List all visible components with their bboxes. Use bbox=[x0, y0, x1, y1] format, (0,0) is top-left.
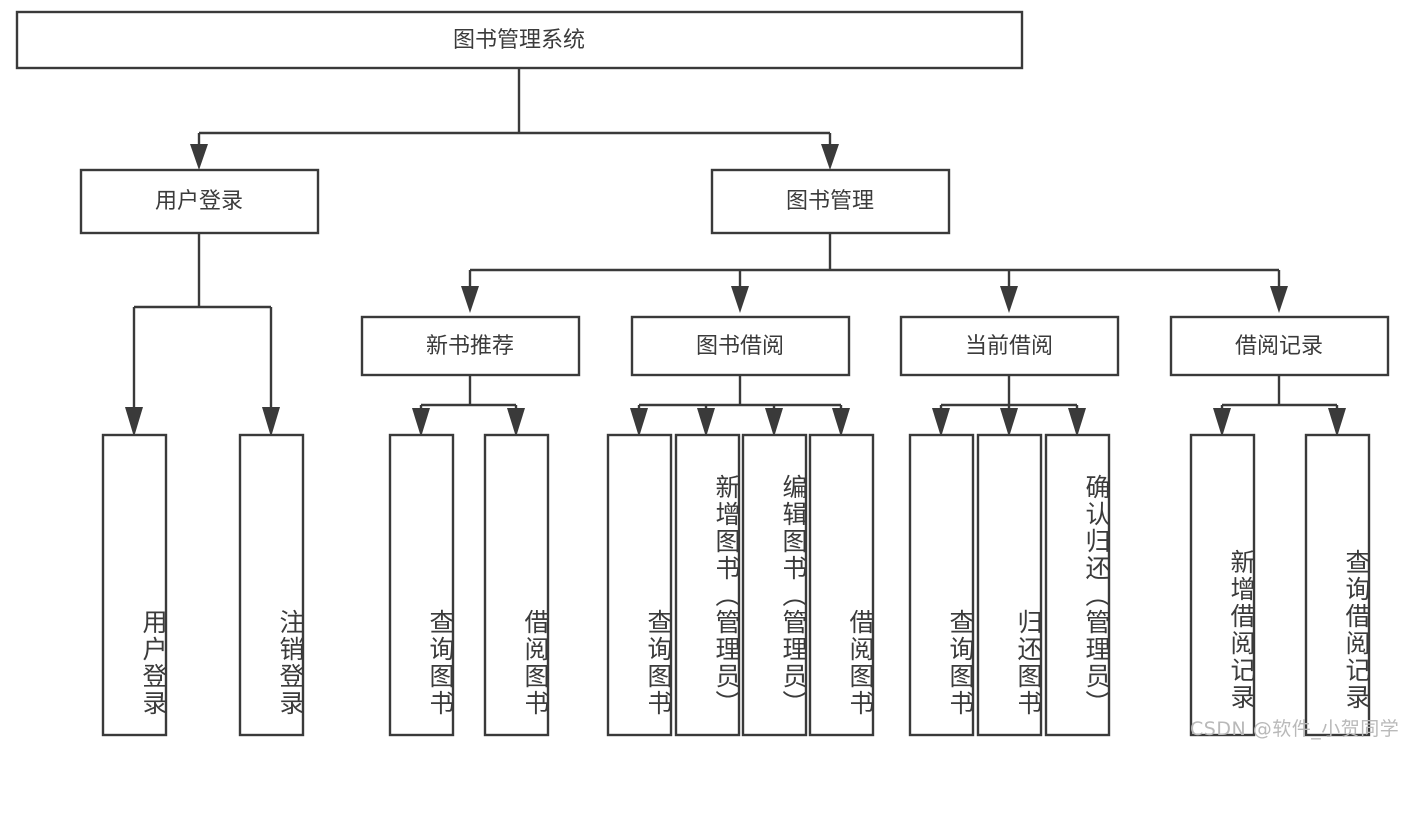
node-leaf-query-borrow-record[interactable] bbox=[1304, 433, 1371, 737]
node-root-label: 图书管理系统 bbox=[453, 28, 585, 53]
node-leaf-query-book-2[interactable] bbox=[606, 433, 673, 737]
node-root[interactable]: 图书管理系统 bbox=[15, 10, 1024, 70]
node-current-borrow-label: 当前借阅 bbox=[965, 334, 1053, 359]
node-borrow-record[interactable]: 借阅记录 bbox=[1169, 315, 1390, 377]
connector-book-borrow-to-leaves bbox=[630, 375, 850, 437]
functional-structure-diagram: 图书管理系统 用户登录 图书管理 新书推荐 图书借阅 当前借阅 借阅记录 bbox=[15, 10, 1390, 737]
node-leaf-borrow-book-1[interactable] bbox=[483, 433, 550, 737]
connector-book-manage-to-level3 bbox=[461, 233, 1288, 313]
connector-new-book-recommend-to-leaves bbox=[412, 375, 525, 437]
node-leaf-query-book-3[interactable] bbox=[908, 433, 975, 737]
node-leaf-add-book-admin[interactable] bbox=[674, 433, 741, 737]
node-current-borrow[interactable]: 当前借阅 bbox=[899, 315, 1120, 377]
connector-user-login-to-leaves bbox=[125, 233, 280, 437]
node-leaf-user-login[interactable] bbox=[101, 433, 168, 737]
node-leaf-return-book[interactable] bbox=[976, 433, 1043, 737]
node-new-book-recommend[interactable]: 新书推荐 bbox=[360, 315, 581, 377]
node-book-manage[interactable]: 图书管理 bbox=[710, 168, 951, 235]
csdn-watermark: CSDN @软件_小贺同学 bbox=[1190, 718, 1400, 740]
node-leaf-edit-book-admin[interactable] bbox=[741, 433, 808, 737]
node-borrow-record-label: 借阅记录 bbox=[1235, 334, 1323, 359]
leaf-boxes bbox=[101, 433, 1371, 737]
node-leaf-add-borrow-record[interactable] bbox=[1189, 433, 1256, 737]
node-new-book-recommend-label: 新书推荐 bbox=[426, 334, 514, 359]
connector-root-to-level2 bbox=[190, 68, 839, 170]
node-book-manage-label: 图书管理 bbox=[786, 189, 874, 214]
node-user-login-label: 用户登录 bbox=[155, 189, 243, 214]
node-leaf-confirm-return-admin[interactable] bbox=[1044, 433, 1111, 737]
node-leaf-query-book-1[interactable] bbox=[388, 433, 455, 737]
connector-current-borrow-to-leaves bbox=[932, 375, 1086, 437]
node-user-login[interactable]: 用户登录 bbox=[79, 168, 320, 235]
node-leaf-logout-login[interactable] bbox=[238, 433, 305, 737]
node-book-borrow[interactable]: 图书借阅 bbox=[630, 315, 851, 377]
node-leaf-borrow-book-2[interactable] bbox=[808, 433, 875, 737]
node-book-borrow-label: 图书借阅 bbox=[696, 334, 784, 359]
connector-borrow-record-to-leaves bbox=[1213, 375, 1346, 437]
